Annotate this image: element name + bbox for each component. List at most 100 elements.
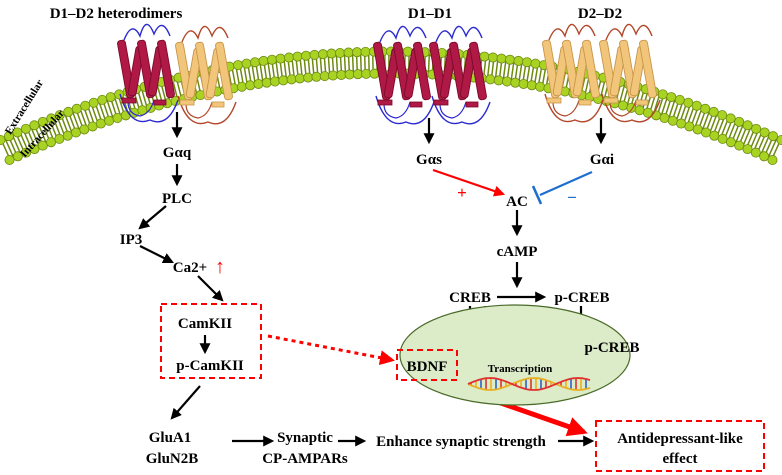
lipid-head-outer bbox=[759, 127, 770, 138]
arrow-ip3-to-ca bbox=[139, 245, 174, 263]
lipid-head-outer bbox=[12, 127, 23, 138]
lipid-head-inner bbox=[676, 118, 687, 129]
glua1-label: GluA1 bbox=[149, 430, 192, 446]
lipid-head-outer bbox=[233, 60, 244, 71]
minus-sign: − bbox=[567, 188, 577, 207]
arrow-camkii-to-bdnf-dotted bbox=[267, 334, 395, 366]
lipid-head-outer bbox=[20, 123, 31, 134]
lipid-head-outer bbox=[496, 53, 507, 64]
enhance-synaptic-strength-label: Enhance synaptic strength bbox=[376, 434, 546, 450]
lipid-head-inner bbox=[253, 78, 264, 89]
ac-label: AC bbox=[506, 194, 528, 210]
ca-increase-arrow: ↑ bbox=[215, 256, 225, 278]
lipid-head-outer bbox=[768, 131, 779, 142]
lipid-head-inner bbox=[4, 155, 15, 166]
lipid-head-outer bbox=[751, 123, 762, 134]
lipid-head-inner bbox=[709, 130, 720, 141]
antidepressant-effect-box bbox=[595, 420, 765, 472]
lipid-head-inner bbox=[21, 147, 32, 158]
lipid-head-inner bbox=[725, 137, 736, 148]
inhibit-gai-to-ac bbox=[539, 170, 593, 197]
lipid-head-inner bbox=[294, 73, 305, 84]
cp-ampars-label: CP-AMPARs bbox=[262, 451, 348, 467]
receptor-group bbox=[117, 23, 661, 125]
lipid-head-inner bbox=[701, 127, 712, 138]
lipid-head-outer bbox=[88, 97, 99, 108]
lipid-head-inner bbox=[303, 72, 314, 83]
lipid-head-inner bbox=[667, 115, 678, 126]
pcamkii-label: p-CamKII bbox=[176, 358, 244, 374]
lipid-head-inner bbox=[104, 115, 115, 126]
d2-receptor-icon bbox=[599, 23, 661, 123]
antidepressant-label: Antidepressant-like bbox=[617, 431, 743, 447]
transcription-label: Transcription bbox=[488, 363, 553, 375]
lipid-head-outer bbox=[504, 54, 515, 65]
lipid-head-outer bbox=[241, 58, 252, 69]
inhibit-bar bbox=[531, 185, 543, 205]
lipid-head-outer bbox=[250, 57, 261, 68]
lipid-head-outer bbox=[46, 113, 57, 124]
lipid-head-inner bbox=[62, 130, 73, 141]
lipid-head-outer bbox=[717, 110, 728, 121]
camp-label: cAMP bbox=[497, 244, 538, 260]
lipid-head-outer bbox=[3, 131, 14, 142]
camkii-label: CamKII bbox=[178, 316, 232, 332]
ip3-label: IP3 bbox=[120, 232, 143, 248]
gai-label: Gαi bbox=[590, 152, 614, 168]
lipid-head-outer bbox=[258, 55, 269, 66]
lipid-head-inner bbox=[29, 144, 40, 155]
lipid-head-inner bbox=[336, 69, 347, 80]
arrow-plc-to-ip3 bbox=[138, 205, 167, 230]
lipid-head-outer bbox=[674, 94, 685, 105]
lipid-head-inner bbox=[319, 71, 330, 82]
lipid-head-outer bbox=[513, 55, 524, 66]
lipid-head-outer bbox=[267, 54, 278, 65]
d2d2-title: D2–D2 bbox=[578, 6, 622, 22]
lipid-head-inner bbox=[46, 137, 57, 148]
arrow-pcamkii-to-glua1 bbox=[170, 385, 201, 420]
lipid-head-inner bbox=[501, 76, 512, 87]
lipid-head-outer bbox=[275, 53, 286, 64]
lipid-head-inner bbox=[684, 121, 695, 132]
lipid-head-outer bbox=[360, 46, 371, 57]
lipid-head-inner bbox=[493, 75, 504, 86]
lipid-head-outer bbox=[114, 89, 125, 100]
lipid-head-outer bbox=[0, 134, 6, 145]
synaptic-label: Synaptic bbox=[277, 430, 333, 446]
lipid-head-inner bbox=[352, 69, 363, 80]
lipid-head-inner bbox=[518, 78, 529, 89]
lipid-head-inner bbox=[618, 100, 629, 111]
gaq-label: Gαq bbox=[163, 145, 192, 161]
d1d1-title: D1–D1 bbox=[408, 6, 452, 22]
lipid-head-inner bbox=[361, 68, 372, 79]
lipid-head-inner bbox=[750, 147, 761, 158]
lipid-head-outer bbox=[71, 103, 82, 114]
lipid-head-inner bbox=[717, 133, 728, 144]
lipid-head-inner bbox=[311, 71, 322, 82]
bdnf-box bbox=[396, 349, 458, 381]
lipid-head-outer bbox=[352, 47, 363, 58]
lipid-head-outer bbox=[521, 57, 532, 68]
lipid-head-inner bbox=[651, 110, 662, 121]
lipid-head-inner bbox=[734, 140, 745, 151]
lipid-head-outer bbox=[657, 89, 668, 100]
lipid-head-outer bbox=[479, 51, 490, 62]
lipid-head-outer bbox=[54, 110, 65, 121]
lipid-head-inner bbox=[344, 69, 355, 80]
d1-receptor-icon bbox=[117, 23, 179, 123]
lipid-head-inner bbox=[87, 121, 98, 132]
lipid-head-inner bbox=[278, 75, 289, 86]
lipid-head-inner bbox=[535, 81, 546, 92]
pcreb-cytoplasm-label: p-CREB bbox=[554, 290, 609, 306]
lipid-head-inner bbox=[37, 140, 48, 151]
lipid-head-outer bbox=[105, 92, 116, 103]
lipid-head-inner bbox=[270, 76, 281, 87]
heterodimer-title: D1–D2 heterodimers bbox=[50, 6, 183, 22]
lipid-head-outer bbox=[725, 113, 736, 124]
lipid-head-outer bbox=[284, 52, 295, 63]
glun2b-label: GluN2B bbox=[146, 451, 199, 467]
lipid-head-inner bbox=[526, 80, 537, 91]
arrow-gas-to-ac bbox=[432, 168, 506, 197]
lipid-head-inner bbox=[245, 80, 256, 91]
plc-label: PLC bbox=[162, 191, 192, 207]
